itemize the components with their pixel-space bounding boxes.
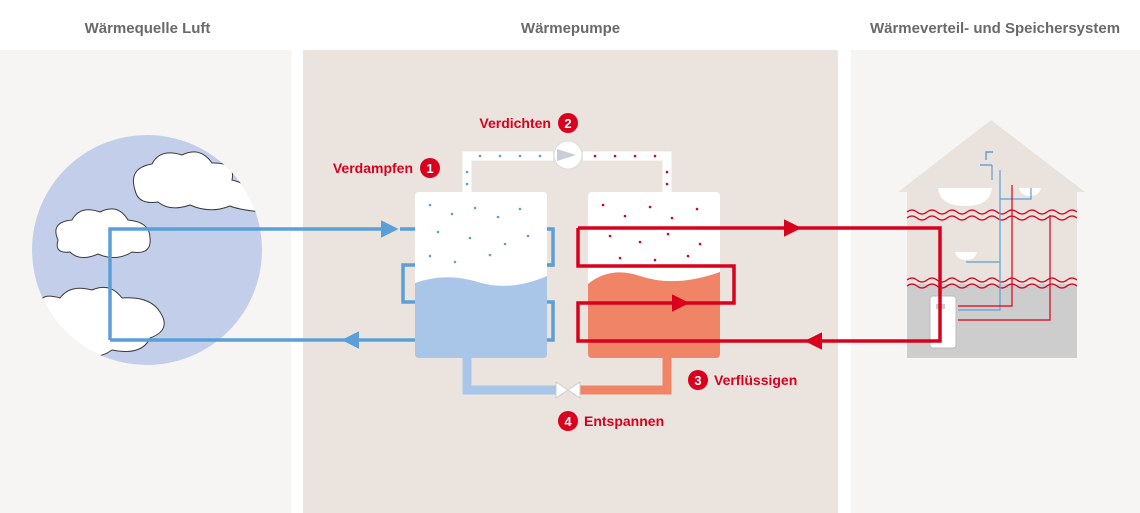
step-4-badge [558, 411, 578, 431]
sky-air-icon [32, 135, 262, 365]
step-3-badge [688, 370, 708, 390]
step-condense: 3 Verflüssigen [688, 370, 797, 390]
step-expand-label: Entspannen [584, 413, 664, 429]
step-2-number: 2 [564, 116, 571, 131]
evaporator-tank [415, 192, 547, 358]
shower-icon [980, 151, 993, 166]
step-expand: 4 Entspannen [558, 411, 664, 431]
step-1-number: 1 [426, 161, 433, 176]
compressor-icon [553, 140, 583, 170]
header-distribution-system: Wärmeverteil- und Speichersystem [869, 20, 1121, 37]
compressor-line [462, 140, 672, 192]
step-compress: Verdichten 2 [479, 113, 578, 133]
condenser-tank [588, 192, 720, 358]
expansion-valve-icon [555, 381, 581, 399]
step-1-badge [420, 158, 440, 178]
distribution-loop [576, 219, 942, 350]
bathtub-icon [938, 188, 992, 206]
step-evaporate: Verdampfen 1 [333, 158, 440, 178]
step-compress-label: Verdichten [479, 115, 551, 131]
washbasin-icon [955, 188, 1041, 260]
step-3-number: 3 [694, 373, 701, 388]
header-heat-source: Wärmequelle Luft [84, 20, 211, 37]
step-evaporate-label: Verdampfen [333, 160, 413, 176]
step-condense-label: Verflüssigen [714, 372, 797, 388]
expansion-line [462, 358, 672, 399]
step-2-badge [558, 113, 578, 133]
header-heat-pump: Wärmepumpe [520, 20, 621, 37]
step-4-number: 4 [564, 414, 572, 429]
